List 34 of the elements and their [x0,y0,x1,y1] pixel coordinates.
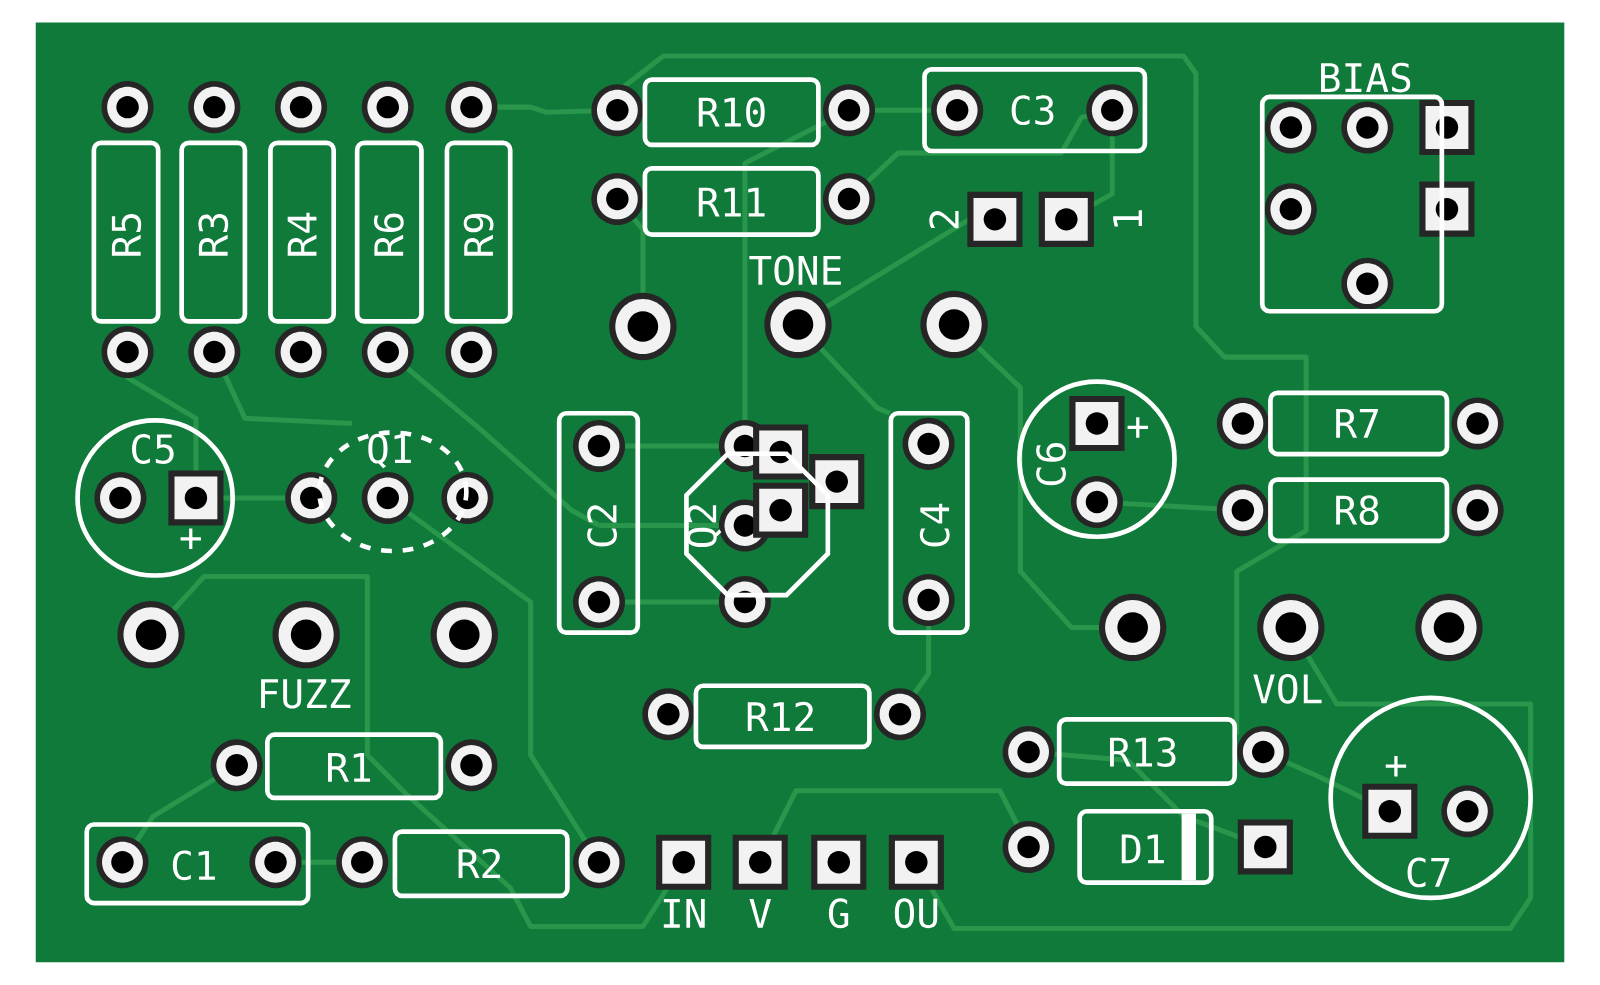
silkscreen-label: 2 [929,211,959,229]
resistor-outline: R5 [91,140,161,324]
resistor-outline: R4 [268,140,336,324]
resistor-outline: R12 [693,683,872,750]
capacitor-outline: C6 + [1017,379,1177,540]
silkscreen-label: IN [663,899,705,928]
resistor-outline: R1 [265,732,444,801]
resistor-outline: R2 [392,829,570,899]
silkscreen-label: 1 [1113,210,1142,227]
resistor-outline: R13 [1056,717,1238,787]
silkscreen-label: FUZZ [261,679,351,709]
silkscreen-label: OU [894,898,938,929]
silkscreen-label: V [749,899,771,928]
trimmer-outline: BIAS [1259,62,1445,314]
transistor-outline: Q1 [317,430,469,554]
resistor-outline: R6 [354,140,424,324]
capacitor-outline: + C7 [1328,695,1533,901]
resistor-outline: R10 [642,77,821,148]
resistor-outline: R11 [642,166,821,238]
resistor-outline: R8 [1268,477,1450,544]
silkscreen-label: TONE [749,255,841,286]
resistor-outline: R9 [444,140,513,324]
diode-outline: D1 [1077,809,1214,886]
capacitor-outline: C3 [922,67,1148,154]
resistor-outline: R3 [179,140,248,324]
capacitor-outline: C2 [556,411,641,636]
capacitor-outline: C4 [888,411,970,636]
silkscreen-label: G [828,898,849,929]
node-label: BIAS [1321,62,1411,93]
silkscreen-label: VOL [1253,674,1322,704]
capacitor-outline: C1 [84,822,311,906]
capacitor-outline: C5 + [75,418,235,578]
resistor-outline: R7 [1268,390,1450,457]
transistor-outline: Q2 [684,451,831,598]
